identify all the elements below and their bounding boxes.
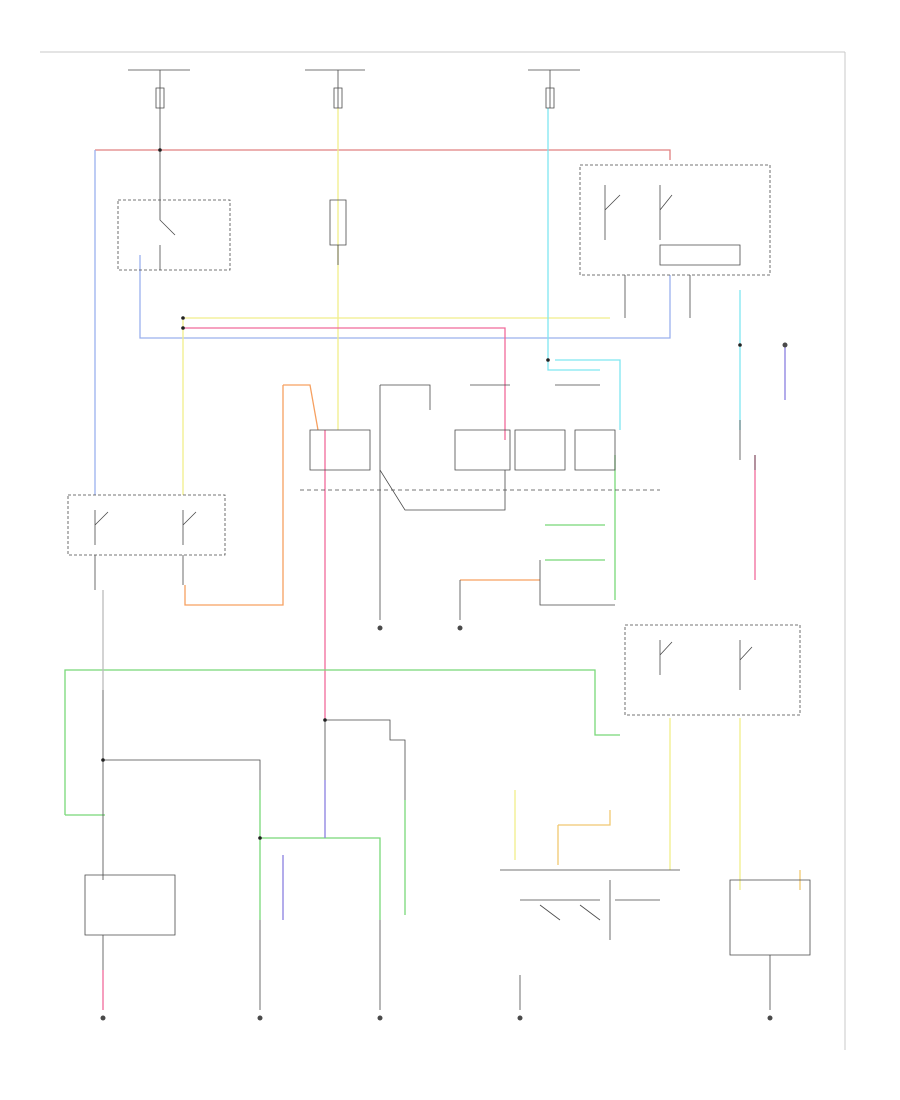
wire-cyan-a: [547, 108, 600, 371]
wire-pink-main: [183, 327, 506, 440]
ground-mid-1: [377, 625, 383, 631]
splice-6: [258, 836, 262, 840]
park-lamp-group: [500, 869, 680, 901]
left-relay-box: [67, 494, 226, 556]
fuse-symbol-right: [545, 87, 555, 109]
wire-orange-top: [283, 384, 319, 431]
fuse-symbol-left: [155, 87, 165, 109]
wire-lightblue-lower: [139, 255, 671, 339]
right-module-box: [624, 624, 801, 716]
ground-symbols: [100, 342, 788, 1021]
wire-green-connectors: [545, 524, 605, 561]
resistor-module: [329, 199, 347, 246]
switch-box-4: [574, 429, 616, 471]
wire-green-big-loop: [64, 669, 620, 815]
ground-lamp-2: [257, 1015, 263, 1021]
ground-lamp-3: [377, 1015, 383, 1021]
fuse-feed-left: [128, 69, 190, 200]
fuse-feed-center: [305, 69, 365, 108]
relay-box-top-right: [579, 164, 771, 276]
fuse-symbol-center: [333, 87, 343, 109]
splice-8: [738, 343, 742, 347]
colored-wires: [64, 108, 801, 1010]
fuse-feed-right: [528, 69, 580, 108]
relay-module: [659, 244, 741, 266]
switch-box-3: [514, 429, 566, 471]
circuit-lines: [67, 69, 811, 1010]
wire-tan-lower: [557, 810, 611, 865]
ground-lamp-1: [100, 1015, 106, 1021]
wire-green-lower: [259, 790, 381, 920]
right-lamps-box: [729, 879, 811, 956]
instrument-cluster-box: [84, 874, 176, 936]
switch-box-1: [309, 429, 371, 471]
ground-lamp-4: [517, 1015, 523, 1021]
wire-red-top-bus: [95, 149, 671, 160]
splice-3: [181, 326, 185, 330]
splice-7: [546, 358, 550, 362]
ground-right-1: [782, 342, 788, 348]
switch-box-2: [454, 429, 511, 471]
diagram-frame: [40, 51, 846, 1050]
splice-dots: [101, 148, 742, 840]
ground-mid-2: [457, 625, 463, 631]
splice-4: [101, 758, 105, 762]
splice-2: [181, 316, 185, 320]
splice-5: [323, 718, 327, 722]
ground-lamp-5: [767, 1015, 773, 1021]
switch-box-top-left: [117, 199, 231, 271]
splice-1: [158, 148, 162, 152]
wire-orange-loop: [184, 385, 284, 606]
wire-cyan-b: [555, 359, 621, 430]
